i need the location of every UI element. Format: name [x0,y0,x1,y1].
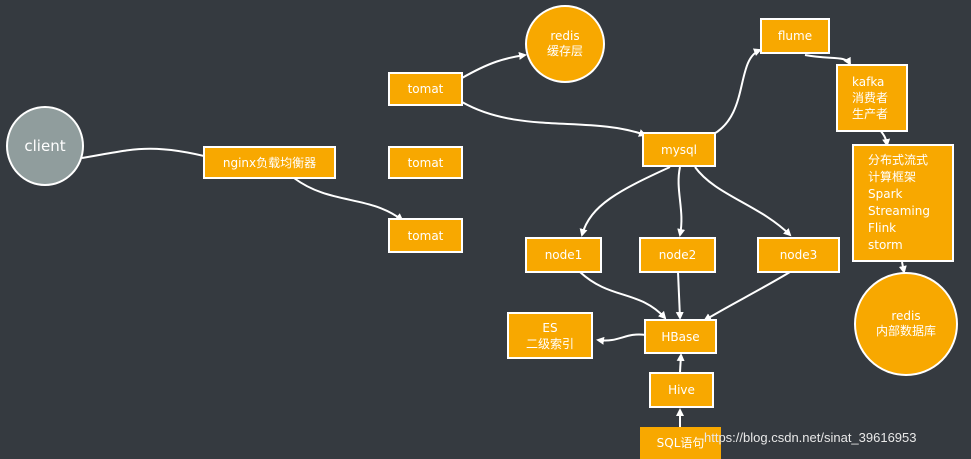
edge-tomat-redis [461,51,527,79]
nginx-node: nginx负载均衡器 [203,146,336,179]
node2-node: node2 [639,237,716,273]
mysql-node: mysql [642,132,716,167]
edge-hbase-es [596,333,647,345]
hbase-node: HBase [644,319,717,354]
edge-node2-hbase [675,271,684,320]
edge-nginx-tomat-bottom [293,177,404,222]
edge-hive-hbase [676,353,685,373]
client-node: client [6,106,84,186]
redis-cache-node: redis 缓存层 [525,5,605,83]
tomat-node-bottom: tomat [388,218,463,253]
redis-memory-node: redis 内部数据库 [854,272,958,376]
stream-compute-node: 分布式流式 计算框架 Spark Streaming Flink storm [852,144,954,262]
node3-node: node3 [757,237,840,273]
edge-mysql-node1 [579,166,671,237]
edge-client-nginx [81,147,214,161]
edge-mysql-flume [711,48,762,136]
hive-node: Hive [649,372,714,408]
edge-node3-hbase [703,271,791,322]
flume-node: flume [760,18,830,54]
watermark: https://blog.csdn.net/sinat_39616953 [704,430,917,445]
edge-stream-redis [898,261,907,274]
tomat-node-middle: tomat [388,146,463,179]
sql-node: SQL语句 [640,427,721,459]
es-node: ES 二级索引 [507,312,593,359]
edge-tomat-mysql [461,101,647,137]
edge-flume-kafka [804,54,851,66]
kafka-node: kafka 消费者 生产者 [836,64,908,132]
edge-kafka-stream [879,129,891,147]
edge-node1-hbase [579,271,667,320]
edge-mysql-node3 [694,166,792,237]
tomat-node-top: tomat [388,72,463,106]
node1-node: node1 [525,237,602,273]
edge-mysql-node2 [677,166,686,237]
